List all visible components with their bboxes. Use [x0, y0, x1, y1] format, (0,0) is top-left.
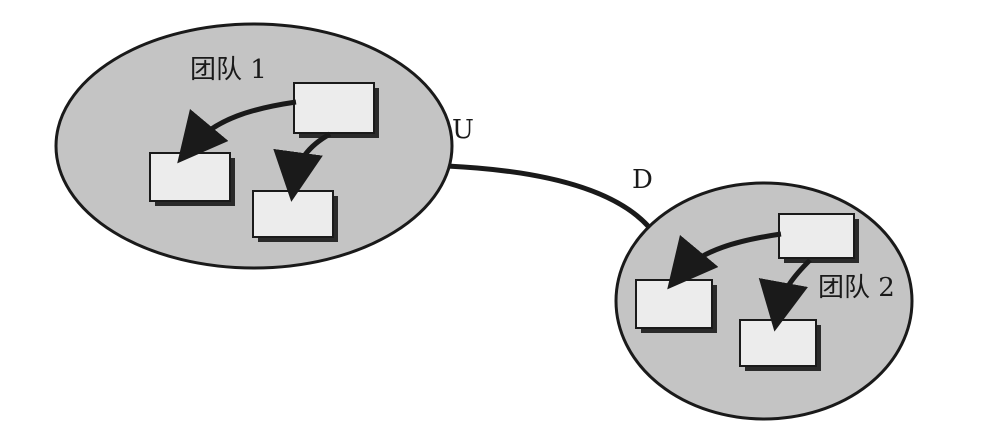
team-1-component-top — [293, 82, 379, 138]
team-1-label: 团队 1 — [190, 55, 267, 85]
team-2-component-left — [635, 279, 717, 333]
team-1-dependency-arrow-left — [177, 99, 297, 164]
upstream-downstream-link — [446, 163, 650, 228]
team-2-component-top — [778, 213, 859, 263]
team-1-dependency-arrow-bottom — [273, 131, 332, 202]
team-2-label: 团队 2 — [818, 273, 895, 303]
team-2-dependency-arrow-bottom — [758, 258, 812, 332]
team-2-component-bottom — [739, 319, 821, 371]
team-1-component-bottom — [252, 190, 338, 242]
team-2-dependency-arrow-left — [667, 231, 782, 290]
team-1-component-left — [149, 152, 235, 206]
downstream-label: D — [632, 165, 653, 195]
upstream-label: U — [452, 115, 474, 145]
